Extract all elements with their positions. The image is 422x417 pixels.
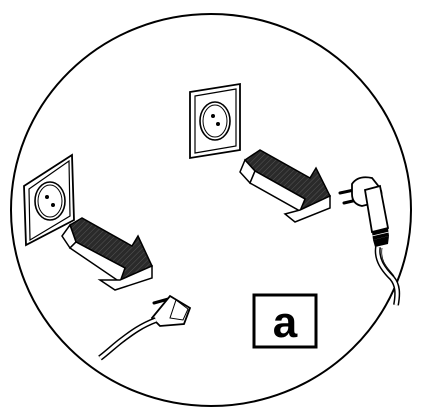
wall-socket-right	[189, 82, 241, 160]
flat-plug	[98, 294, 192, 361]
angled-schuko-plug	[338, 176, 401, 306]
figure-label: a	[273, 298, 298, 347]
figure-label-box: a	[252, 293, 318, 349]
unplug-arrow-right	[239, 149, 332, 223]
wall-socket-left	[23, 153, 75, 247]
unplug-arrow-left	[61, 217, 154, 291]
